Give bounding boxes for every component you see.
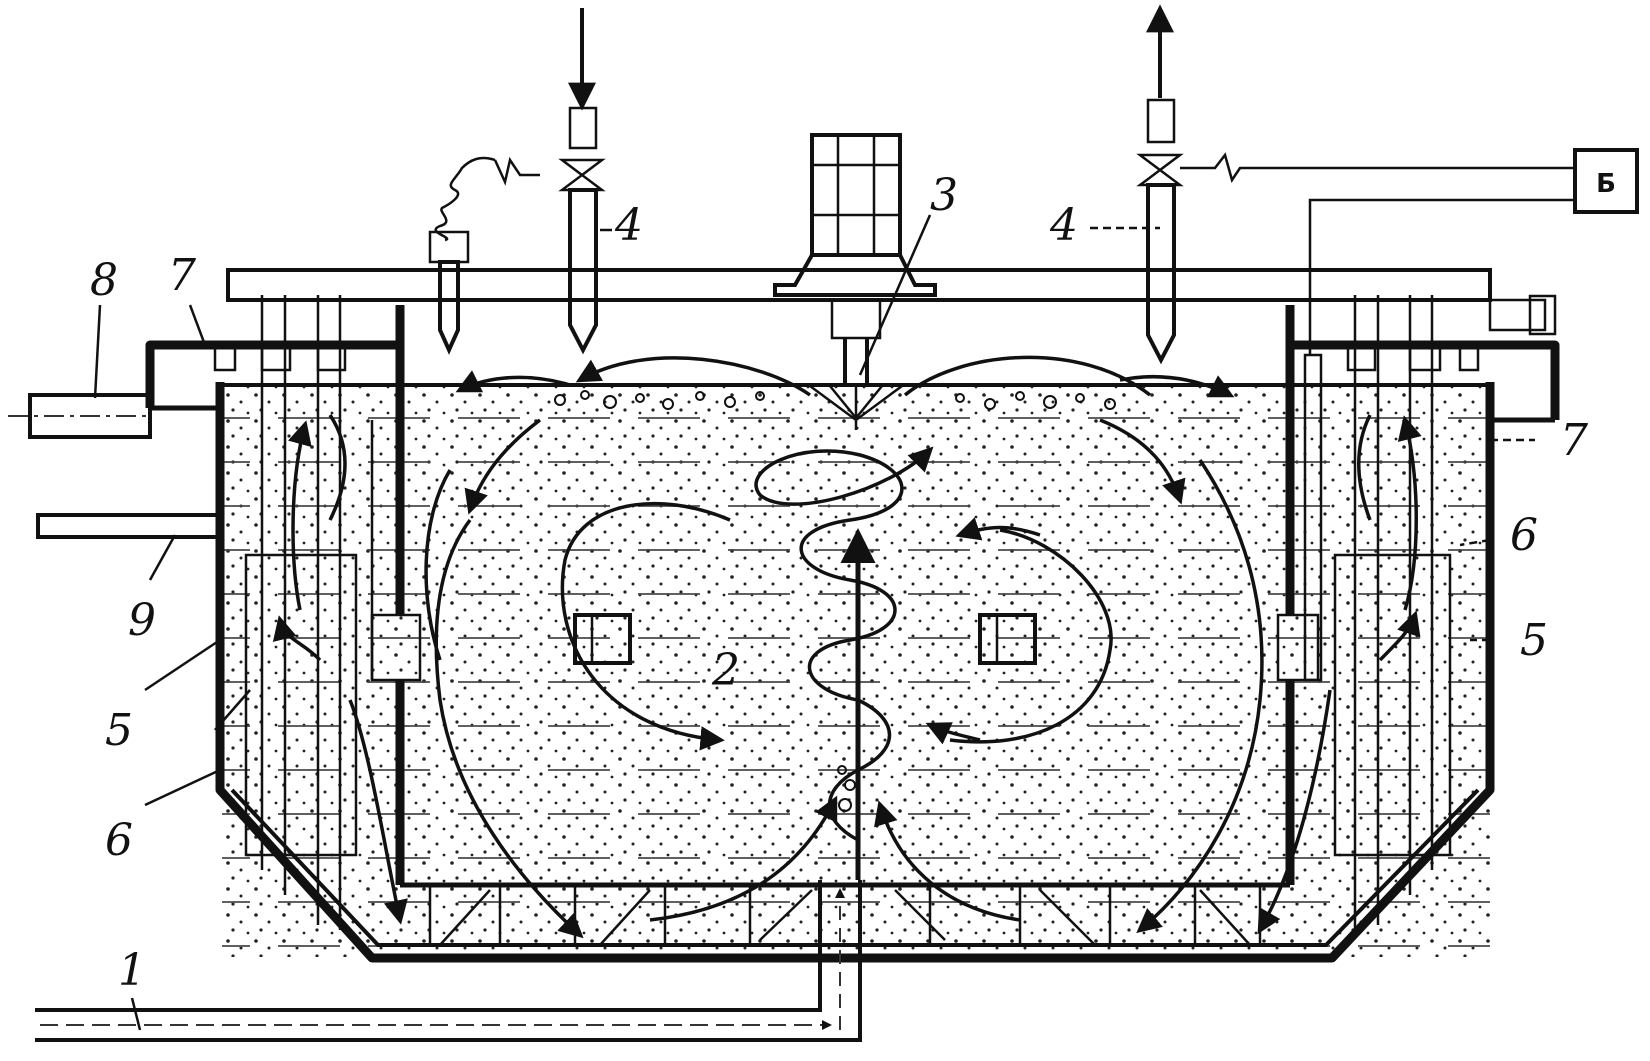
label-5-left: 5 [105, 705, 133, 756]
label-7-right: 7 [1560, 415, 1588, 466]
label-4-right: 4 [1049, 200, 1078, 251]
impeller [809, 384, 903, 430]
left-trough [145, 340, 400, 408]
froth-bubbles [554, 390, 1116, 812]
label-4-left: 4 [614, 200, 643, 251]
nozzle-right: Б [1136, 4, 1639, 365]
discharge-pipes [8, 393, 222, 539]
left-side-zone [244, 295, 374, 930]
right-baffle-box [1333, 553, 1452, 857]
leader-lines [93, 214, 1535, 1031]
label-6-left: 6 [105, 815, 133, 866]
motor-assembly [773, 133, 937, 430]
label-1: 1 [118, 945, 146, 996]
control-box [1573, 148, 1639, 214]
right-side-zone [1303, 295, 1452, 930]
label-7-left: 7 [168, 250, 196, 301]
tank [215, 382, 1495, 963]
label-3: 3 [930, 170, 958, 221]
stator-block-right [978, 613, 1037, 665]
tank-outer-wall [215, 382, 1495, 963]
feed-pipe [35, 880, 862, 1042]
level-sensor [1303, 353, 1323, 682]
motor [810, 133, 902, 257]
motor-flange [773, 253, 937, 297]
outlet-pipe-9 [36, 513, 222, 539]
flow-lines [272, 355, 1422, 939]
label-8: 8 [90, 255, 118, 306]
tank-inner-bottom [230, 788, 1480, 947]
label-2: 2 [711, 645, 740, 696]
label-9: 9 [128, 595, 156, 646]
label-6-right: 6 [1510, 510, 1538, 561]
stator-block-left [573, 613, 632, 665]
nozzle-left [428, 8, 606, 355]
discharge-pipe-8 [28, 393, 152, 439]
left-baffle-box [244, 553, 358, 857]
label-5-right: 5 [1520, 615, 1548, 666]
right-chamber-port [1276, 613, 1320, 682]
labels: 1 2 3 4 4 5 5 6 6 7 7 8 9 [90, 170, 1588, 996]
right-trough [1290, 340, 1560, 420]
control-box-label: Б [1596, 169, 1616, 199]
